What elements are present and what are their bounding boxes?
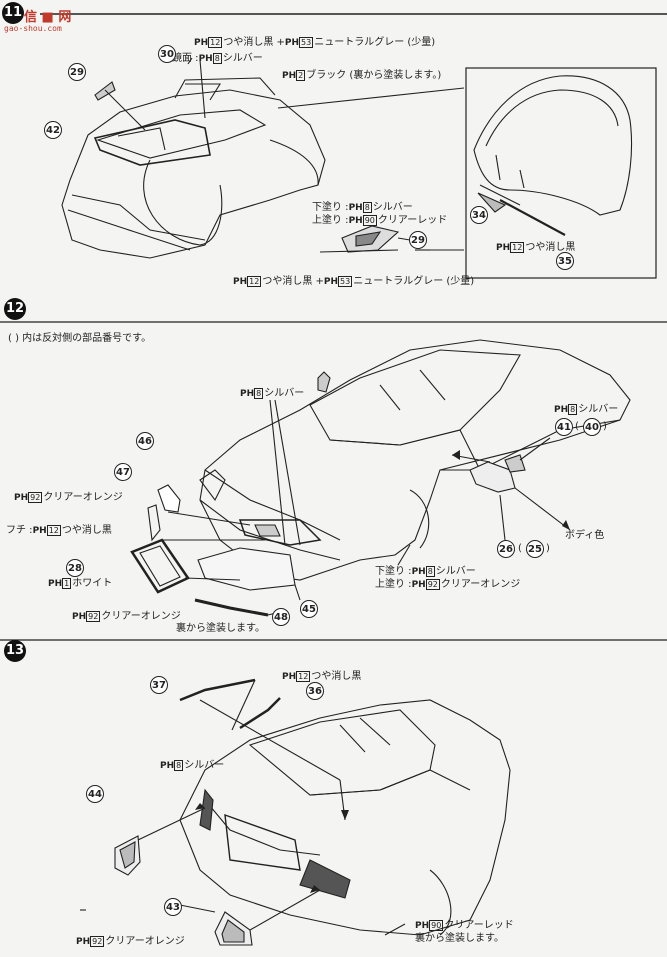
part-number-36: 36 [306,682,324,700]
part-number-41: 41 [555,418,573,436]
part-number-29-bottom: 29 [409,231,427,249]
part-number-47: 47 [114,463,132,481]
part-number-29-top: 29 [68,63,86,81]
paren-open-40: ( [575,421,579,432]
watermark-logo: 信 ■ 网 [24,10,72,25]
part-number-35: 35 [556,252,574,270]
part-number-46: 46 [136,432,154,450]
part-number-43: 43 [164,898,182,916]
step-12-badge: 12 [4,298,26,320]
step-11-badge: 11 [2,2,24,24]
part-number-34: 34 [470,206,488,224]
part-number-26: 26 [497,540,515,558]
paren-open-25: ( [518,543,522,554]
part-number-25: 25 [526,540,544,558]
paren-close-40: ) [603,421,607,432]
part-number-45: 45 [300,600,318,618]
part-number-30: 30 [158,45,176,63]
part-number-40: 40 [583,418,601,436]
part-number-28: 28 [66,559,84,577]
part-number-48: 48 [272,608,290,626]
label-paint-from-back-13: 裏から塗装します。 [415,933,504,944]
paren-close-25: ) [546,543,550,554]
label-body-color: ボディ色 [565,530,605,541]
label-paint-from-back-12: 裏から塗装します。 [176,623,265,634]
part-number-44: 44 [86,785,104,803]
part-number-37: 37 [150,676,168,694]
part-number-42: 42 [44,121,62,139]
note-opposite-part: ( ) 内は反対側の部品番号です。 [8,333,152,344]
watermark-url: gao-shou.com [4,24,62,33]
step-13-badge: 13 [4,640,26,662]
